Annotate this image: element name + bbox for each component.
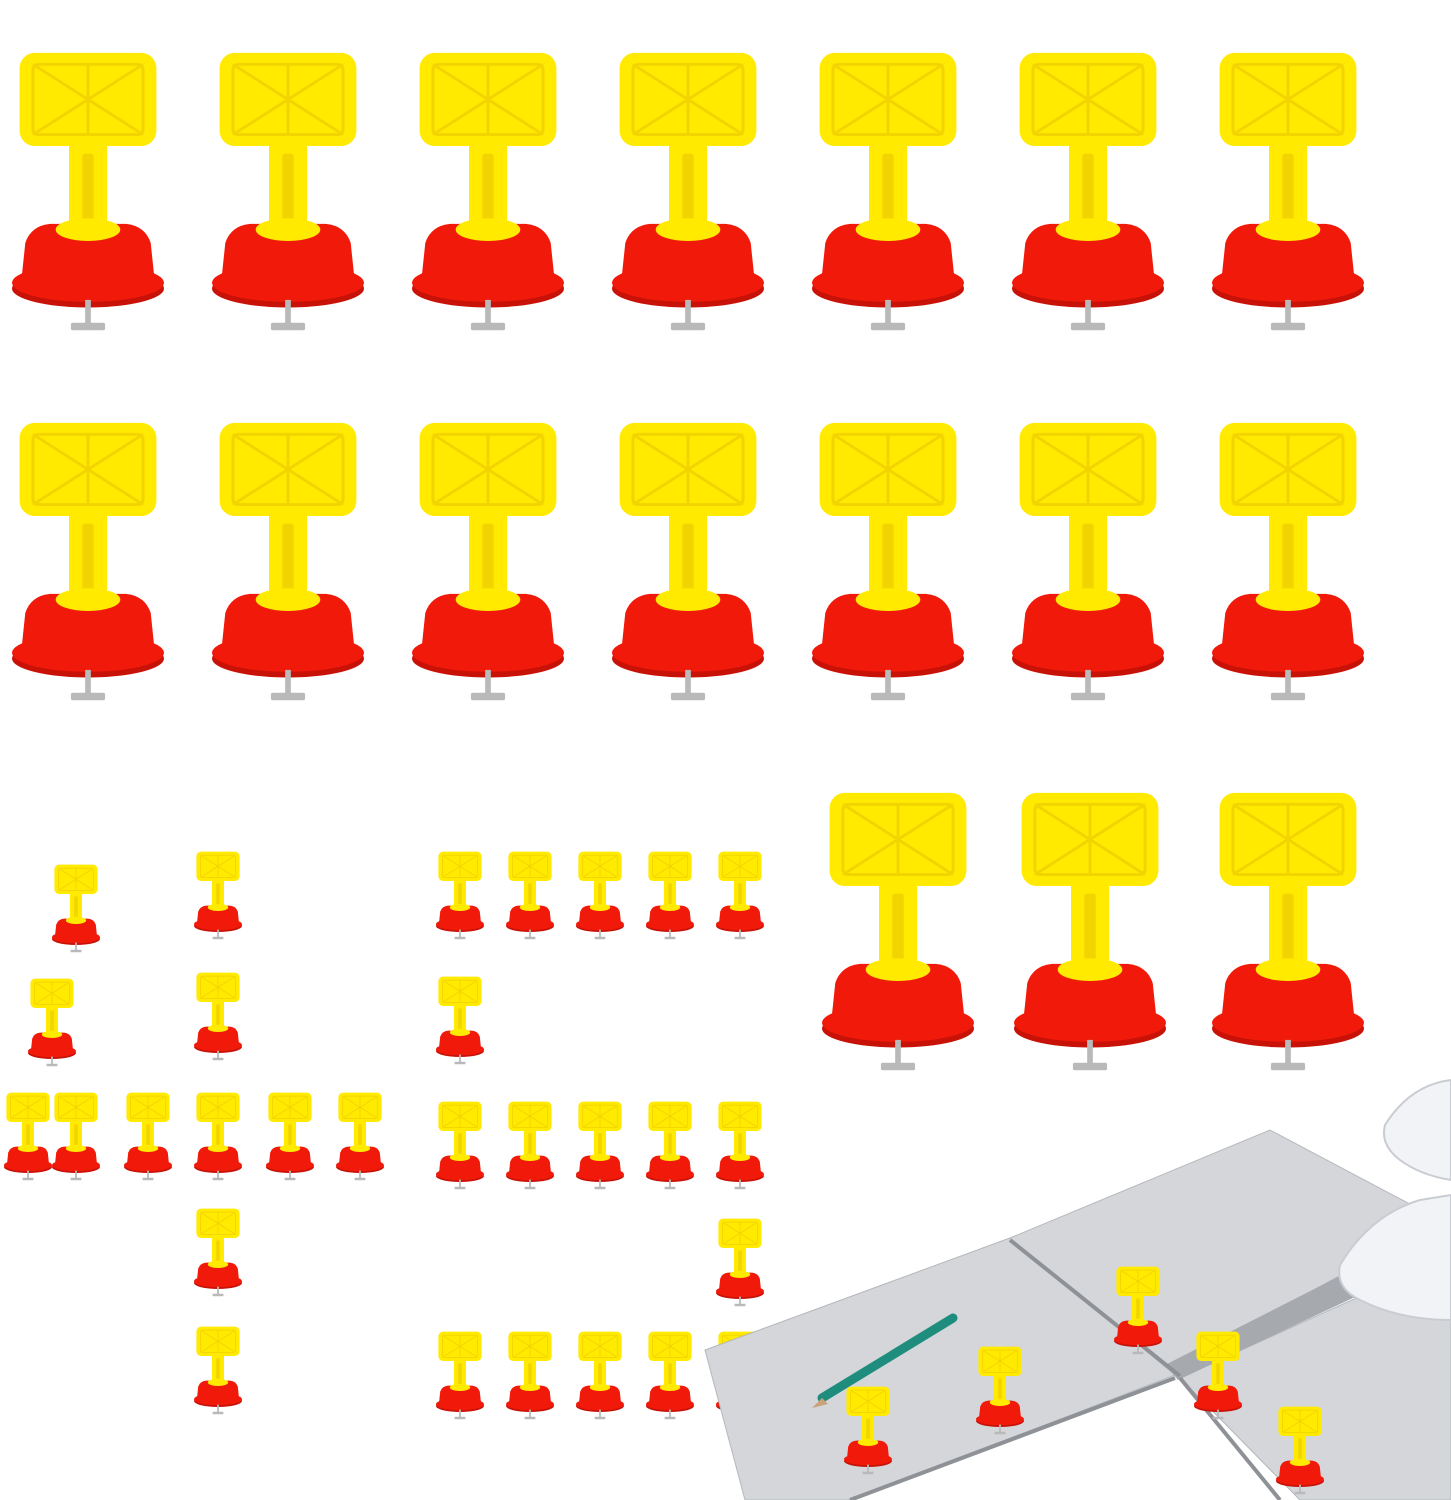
tile-leveler-icon xyxy=(645,1101,695,1190)
tile-leveler-icon xyxy=(1012,791,1168,1072)
tile-leveler-icon xyxy=(193,851,243,940)
tile-leveler-icon xyxy=(505,1101,555,1190)
tile-leveler-icon xyxy=(27,978,77,1067)
tile-leveler-icon xyxy=(210,51,366,332)
tile-leveler-icon xyxy=(435,1101,485,1190)
tile-leveler-icon xyxy=(10,51,166,332)
tile-leveler-icon xyxy=(1210,51,1366,332)
tile-leveler-icon xyxy=(410,51,566,332)
glove-hand-top xyxy=(1383,1078,1451,1182)
tile-leveler-icon xyxy=(610,421,766,702)
tile-leveler-icon xyxy=(575,1331,625,1420)
tile-leveler-icon xyxy=(193,972,243,1061)
tile-leveler-icon xyxy=(193,1208,243,1297)
tile-leveler-icon xyxy=(645,1331,695,1420)
tile-leveler-icon xyxy=(820,791,976,1072)
tile-leveler-icon xyxy=(575,1101,625,1190)
tile-leveler-icon xyxy=(810,51,966,332)
number-45-graphic xyxy=(3,851,765,1420)
pencil xyxy=(812,1313,958,1408)
tile-leveler-icon xyxy=(435,851,485,940)
tile-leveler-icon xyxy=(435,976,485,1065)
tile-leveler-icon xyxy=(1010,421,1166,702)
tile-leveler-icon xyxy=(193,1326,243,1415)
tile-leveler-icon xyxy=(10,421,166,702)
tile-seam xyxy=(1008,1238,1182,1378)
tile-leveler-icon xyxy=(51,864,101,953)
tile-leveler-icon xyxy=(505,1331,555,1420)
tile-leveler-icon xyxy=(410,421,566,702)
tile-leveler-icon xyxy=(715,1101,765,1190)
tile-leveler-icon xyxy=(715,1218,765,1307)
tile-seam xyxy=(1178,1376,1282,1500)
tile-leveler-icon xyxy=(210,421,366,702)
tile-leveler-icon xyxy=(810,421,966,702)
tile-installation-photo xyxy=(704,1078,1451,1500)
tile-seam xyxy=(849,1376,1176,1500)
tile-leveler-icon xyxy=(610,51,766,332)
tile-leveler-icon xyxy=(123,1092,173,1181)
tile-leveler-icon xyxy=(193,1092,243,1181)
tile-leveler-icon xyxy=(715,851,765,940)
tile-leveler-icon xyxy=(505,851,555,940)
tile-leveler-icon xyxy=(3,1092,53,1181)
tile-leveler-icon xyxy=(645,851,695,940)
tile-leveler-icon xyxy=(1210,791,1366,1072)
tile-leveler-icon xyxy=(1210,421,1366,702)
glove-hand-right xyxy=(1338,1193,1451,1322)
tile-leveler-icon xyxy=(1010,51,1166,332)
tile-leveler-icon xyxy=(435,1331,485,1420)
tile-leveler-icon xyxy=(265,1092,315,1181)
tile-leveler-icon xyxy=(575,851,625,940)
tile-leveler-icon xyxy=(335,1092,385,1181)
tile-leveler-icon xyxy=(51,1092,101,1181)
